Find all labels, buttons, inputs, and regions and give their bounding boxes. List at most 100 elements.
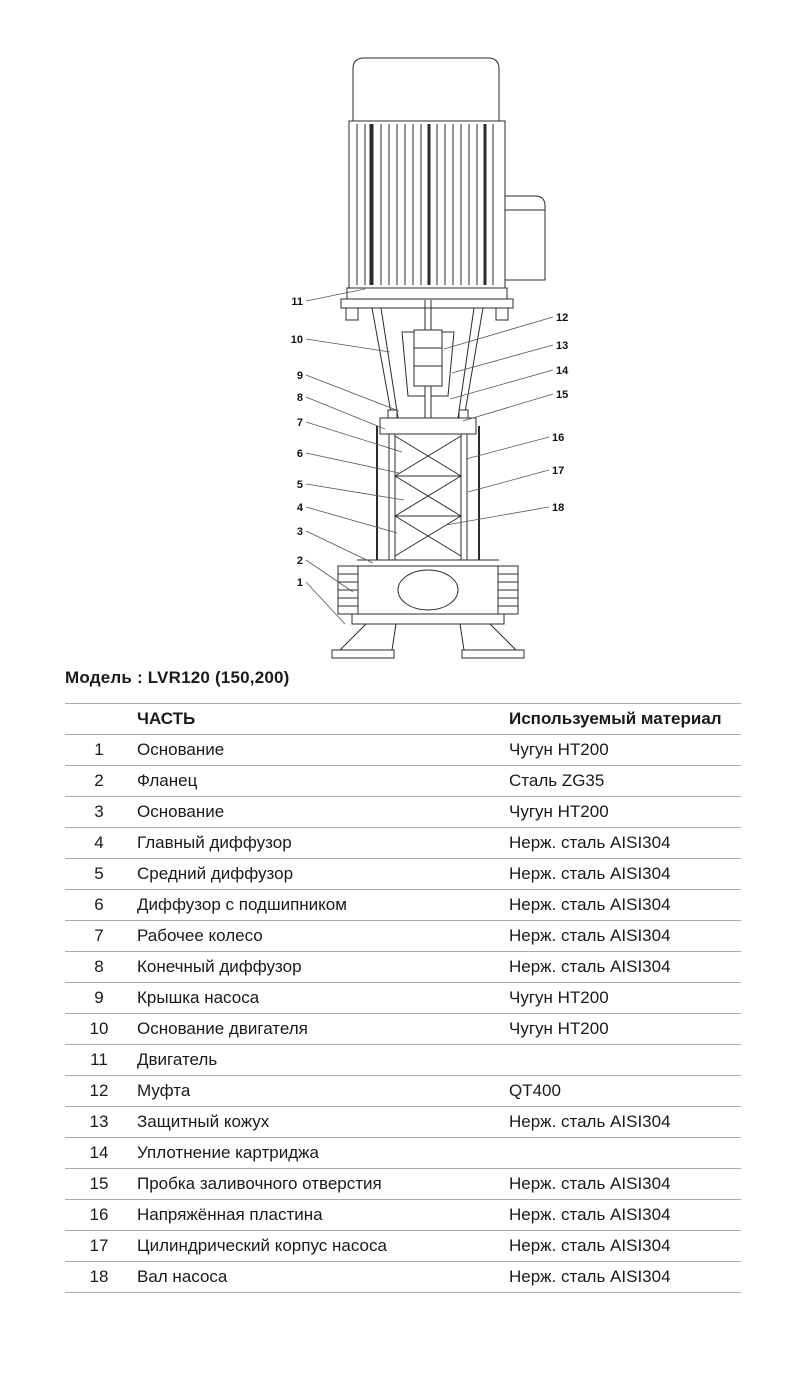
motor-assembly — [346, 57, 508, 300]
row-number: 9 — [94, 988, 104, 1007]
pump-diagram: 11 10 9 8 7 6 5 4 3 2 1 12 13 14 15 16 1… — [0, 0, 798, 662]
table-row: 16 Напряжённая пластина Нерж. сталь AISI30… — [65, 1200, 741, 1231]
table-row: 10 Основание двигателя Чугун HT200 — [65, 1014, 741, 1045]
part-name: Крышка насоса — [137, 988, 260, 1007]
header-num — [65, 704, 133, 735]
header-material: Используемый материал — [509, 709, 722, 728]
material-name: Нерж. сталь AISI304 — [509, 864, 671, 883]
row-number: 16 — [89, 1205, 109, 1224]
base-plate — [331, 613, 525, 659]
row-number: 11 — [90, 1050, 108, 1069]
callout-label-6: 6 — [297, 448, 303, 460]
material-name: Чугун HT200 — [509, 988, 609, 1007]
row-number: 10 — [89, 1019, 109, 1038]
part-name: Муфта — [137, 1081, 191, 1100]
table-row: 2 Фланец Сталь ZG35 — [65, 766, 741, 797]
part-name: Защитный кожух — [137, 1112, 270, 1131]
table-row: 12 Муфта QT400 — [65, 1076, 741, 1107]
row-number: 4 — [94, 833, 104, 852]
table-row: 1 Основание Чугун HT200 — [65, 735, 741, 766]
part-name: Пробка заливочного отверстия — [137, 1174, 382, 1193]
table-row: 4 Главный диффузор Нерж. сталь AISI304 — [65, 828, 741, 859]
row-number: 5 — [94, 864, 104, 883]
table-row: 8 Конечный диффузор Нерж. сталь AISI304 — [65, 952, 741, 983]
material-name — [505, 1045, 741, 1076]
callout-label-5: 5 — [297, 479, 303, 491]
material-name: Нерж. сталь AISI304 — [509, 1205, 671, 1224]
mounting-flange — [340, 298, 514, 321]
table-row: 9 Крышка насоса Чугун HT200 — [65, 983, 741, 1014]
header-row: ЧАСТЬ Используемый материал — [65, 704, 741, 735]
row-number: 8 — [94, 957, 104, 976]
part-name: Средний диффузор — [137, 864, 294, 883]
part-name: Фланец — [137, 771, 198, 790]
callout-label-14: 14 — [556, 365, 569, 377]
part-name: Двигатель — [137, 1050, 218, 1069]
part-name: Основание — [137, 740, 225, 759]
callout-label-8: 8 — [297, 392, 303, 404]
part-name: Основание двигателя — [137, 1019, 308, 1038]
material-name — [505, 1138, 741, 1169]
callout-label-7: 7 — [297, 417, 303, 429]
row-number: 14 — [89, 1143, 109, 1162]
row-number: 15 — [89, 1174, 109, 1193]
table-row: 18 Вал насоса Нерж. сталь AISI304 — [65, 1262, 741, 1293]
material-name: Нерж. сталь AISI304 — [509, 926, 671, 945]
row-number: 7 — [94, 926, 104, 945]
part-name: Конечный диффузор — [137, 957, 302, 976]
material-name: Нерж. сталь AISI304 — [509, 833, 671, 852]
stage-casing — [388, 433, 468, 561]
model-title: Модель : LVR120 (150,200) — [65, 668, 290, 687]
part-name: Напряжённая пластина — [137, 1205, 323, 1224]
row-number: 17 — [89, 1236, 109, 1255]
part-name: Главный диффузор — [137, 833, 292, 852]
material-name: Нерж. сталь AISI304 — [509, 1174, 671, 1193]
row-number: 1 — [94, 740, 104, 759]
material-name: Нерж. сталь AISI304 — [509, 957, 671, 976]
material-name: Нерж. сталь AISI304 — [509, 1267, 671, 1286]
callout-label-13: 13 — [556, 340, 568, 352]
callout-labels: 11 10 9 8 7 6 5 4 3 2 1 12 13 14 15 16 1… — [291, 296, 569, 589]
callout-leaders — [305, 288, 554, 625]
terminal-box — [504, 195, 546, 281]
callout-label-10: 10 — [291, 334, 303, 346]
coupling — [413, 329, 443, 387]
row-number: 2 — [94, 771, 104, 790]
callout-label-16: 16 — [552, 432, 564, 444]
material-name: Чугун HT200 — [509, 802, 609, 821]
material-name: Сталь ZG35 — [509, 771, 605, 790]
row-number: 12 — [89, 1081, 109, 1100]
part-name: Вал насоса — [137, 1267, 228, 1286]
table-row: 11 Двигатель — [65, 1045, 741, 1076]
table-row: 15 Пробка заливочного отверстия Нерж. стал… — [65, 1169, 741, 1200]
callout-label-11: 11 — [291, 296, 303, 308]
part-name: Основание — [137, 802, 225, 821]
callout-label-18: 18 — [552, 502, 564, 514]
material-name: Чугун HT200 — [509, 1019, 609, 1038]
row-number: 13 — [89, 1112, 109, 1131]
callout-label-1: 1 — [297, 577, 303, 589]
callout-label-12: 12 — [556, 312, 568, 324]
header-part: ЧАСТЬ — [137, 709, 196, 728]
table-row: 7 Рабочее колесо Нерж. сталь AISI304 — [65, 921, 741, 952]
callout-label-3: 3 — [297, 526, 303, 538]
pump-drawing: 11 10 9 8 7 6 5 4 3 2 1 12 13 14 15 16 1… — [291, 57, 569, 659]
parts-table-header: ЧАСТЬ Используемый материал — [65, 704, 741, 735]
part-name: Рабочее колесо — [137, 926, 263, 945]
material-name: Нерж. сталь AISI304 — [509, 895, 671, 914]
material-name: Чугун HT200 — [509, 740, 609, 759]
callout-label-4: 4 — [297, 502, 304, 514]
pump-base-body — [337, 559, 519, 615]
table-row: 5 Средний диффузор Нерж. сталь AISI304 — [65, 859, 741, 890]
callout-label-9: 9 — [297, 370, 303, 382]
material-name: QT400 — [509, 1081, 561, 1100]
part-name: Диффузор с подшипником — [137, 895, 347, 914]
row-number: 18 — [89, 1267, 109, 1286]
